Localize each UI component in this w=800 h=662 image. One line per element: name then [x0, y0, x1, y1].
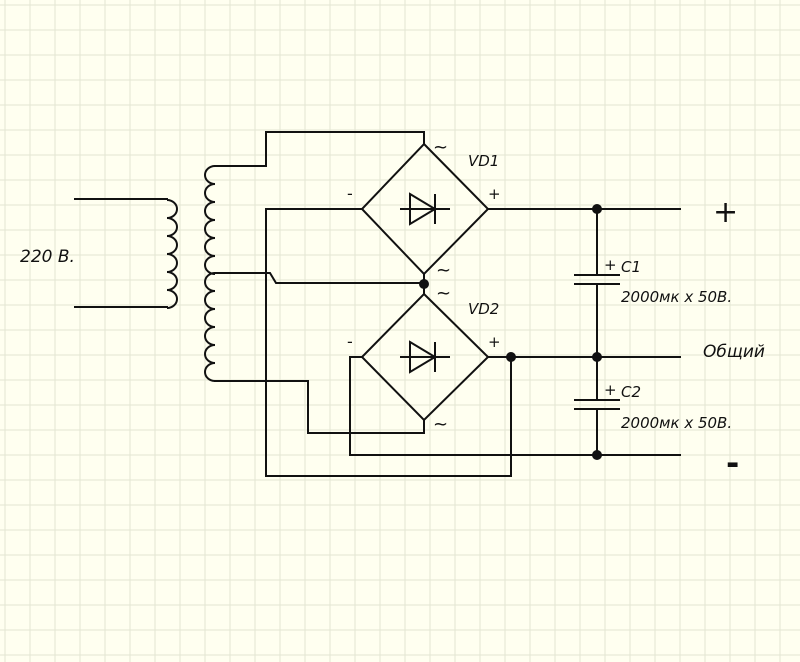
- wire-vd1-minus-to-negative-bus: [265, 208, 512, 477]
- secondary-winding-lower: [204, 272, 216, 382]
- vd1-plus-sign: +: [488, 185, 501, 203]
- bridge-vd1-body: [360, 142, 490, 276]
- input-voltage-label: 220 В.: [20, 247, 75, 267]
- diode-vd2-symbol: [400, 340, 450, 374]
- c2-plus-sign: +: [604, 381, 617, 399]
- vd2-minus-sign: -: [347, 332, 353, 351]
- capacitor-c1: + C1 2000мк х 50В.: [574, 256, 732, 306]
- c1-plates: [574, 274, 620, 285]
- junction-dot: [592, 352, 602, 362]
- vd2-ac-bottom-symbol: ~: [433, 414, 448, 435]
- transformer: [74, 165, 425, 434]
- junction-dot: [592, 450, 602, 460]
- c2-value: 2000мк х 50В.: [621, 414, 732, 432]
- output-common-label: Общий: [703, 342, 765, 362]
- diode-bridge-vd1: VD1 ~ ~ - +: [347, 137, 501, 281]
- junction-dot: [419, 279, 429, 289]
- primary-leads: [74, 198, 168, 308]
- capacitor-c2: + C2 2000мк х 50В.: [574, 381, 732, 432]
- vd2-ac-top-symbol: ~: [436, 283, 451, 304]
- junction-dot: [592, 204, 602, 214]
- junction-dots: [419, 204, 602, 460]
- output-positive-label: +: [713, 195, 738, 230]
- vd1-label: VD1: [468, 152, 499, 170]
- vd1-minus-sign: -: [347, 184, 353, 203]
- vd2-plus-sign: +: [488, 333, 501, 351]
- c2-plates: [574, 399, 620, 410]
- output-negative-label: -: [726, 444, 739, 482]
- wires: [265, 131, 681, 477]
- vd1-ac-bottom-symbol: ~: [436, 260, 451, 281]
- diode-vd1-symbol: [400, 192, 450, 226]
- secondary-leads: [214, 165, 425, 434]
- vd1-ac-top-symbol: ~: [433, 137, 448, 158]
- c1-value: 2000мк х 50В.: [621, 288, 732, 306]
- junction-dot: [506, 352, 516, 362]
- vd2-label: VD2: [468, 300, 499, 318]
- diode-bridge-vd2: VD2 ~ ~ - +: [347, 283, 501, 435]
- secondary-winding-upper: [204, 165, 216, 275]
- c1-label: C1: [621, 258, 641, 276]
- wire-vd2-minus-to-negative-output: [349, 356, 681, 456]
- bridge-vd2-body: [360, 292, 490, 422]
- c2-label: C2: [621, 383, 641, 401]
- wire-top-loop: [265, 131, 425, 167]
- primary-winding: [166, 199, 178, 309]
- c1-plus-sign: +: [604, 256, 617, 274]
